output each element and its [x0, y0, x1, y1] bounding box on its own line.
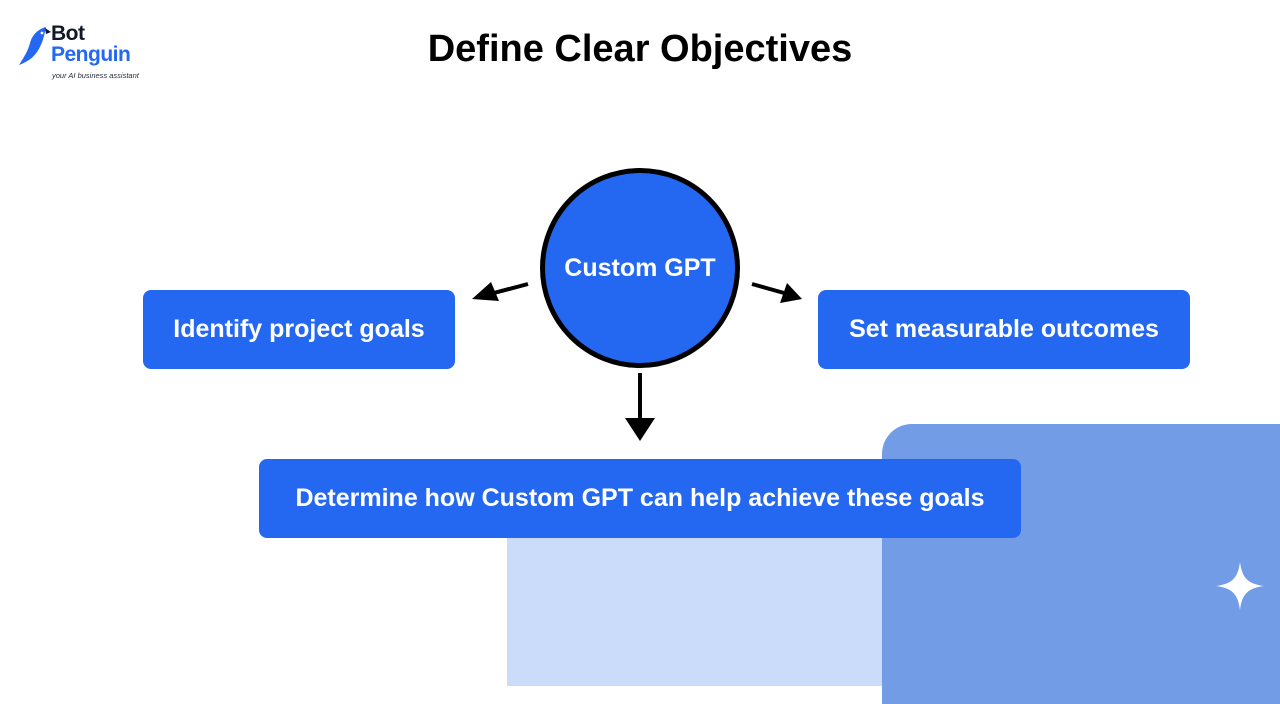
sparkle-icon: [1216, 562, 1264, 610]
brand-name-line1: Bot: [51, 22, 85, 45]
center-node: Custom GPT: [540, 168, 740, 368]
arrow-to-bottom: [625, 373, 655, 441]
brand-logo[interactable]: Bot Penguin your AI business assistant: [18, 22, 168, 85]
node-set-outcomes: Set measurable outcomes: [818, 290, 1190, 369]
node-determine-help: Determine how Custom GPT can help achiev…: [259, 459, 1021, 538]
page-title: Define Clear Objectives: [427, 28, 853, 70]
penguin-icon: [19, 27, 51, 65]
brand-tagline: your AI business assistant: [52, 71, 139, 80]
node-identify-goals: Identify project goals: [143, 290, 455, 369]
arrow-to-right: [751, 282, 802, 303]
arrow-to-left: [472, 282, 529, 301]
brand-name-line2: Penguin: [51, 43, 131, 66]
